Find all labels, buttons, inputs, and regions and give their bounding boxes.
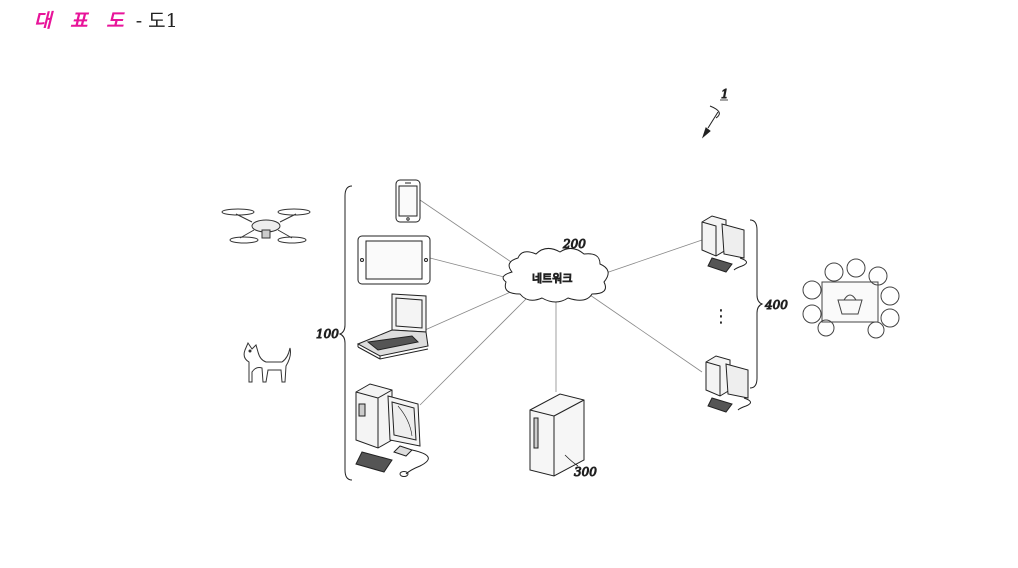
devices-ref-label: 100: [316, 327, 339, 341]
devices-bracket: [340, 186, 352, 480]
terminals-bracket: [750, 220, 762, 388]
server-ref-label: 300: [574, 465, 597, 479]
system-ref-arrow: [703, 100, 728, 137]
terminals-ellipsis: ⋮: [712, 306, 730, 327]
server-icon: [530, 394, 584, 476]
terminal-icon-top: [702, 216, 747, 272]
online-shopping-icon: [803, 259, 899, 338]
dog-icon: [244, 343, 290, 382]
terminals-ref-label: 400: [764, 298, 788, 312]
system-ref-label: 1: [721, 87, 729, 101]
terminal-icon-bottom: [706, 356, 751, 412]
drone-icon: [222, 209, 310, 243]
smartphone-icon: [396, 180, 420, 222]
network-ref-label: 200: [562, 237, 586, 251]
tablet-icon: [358, 236, 430, 284]
network-label: 네트워크: [532, 272, 572, 285]
laptop-icon: [358, 294, 428, 359]
desktop-computer-icon: [356, 384, 428, 477]
connection-lines: [420, 200, 702, 405]
